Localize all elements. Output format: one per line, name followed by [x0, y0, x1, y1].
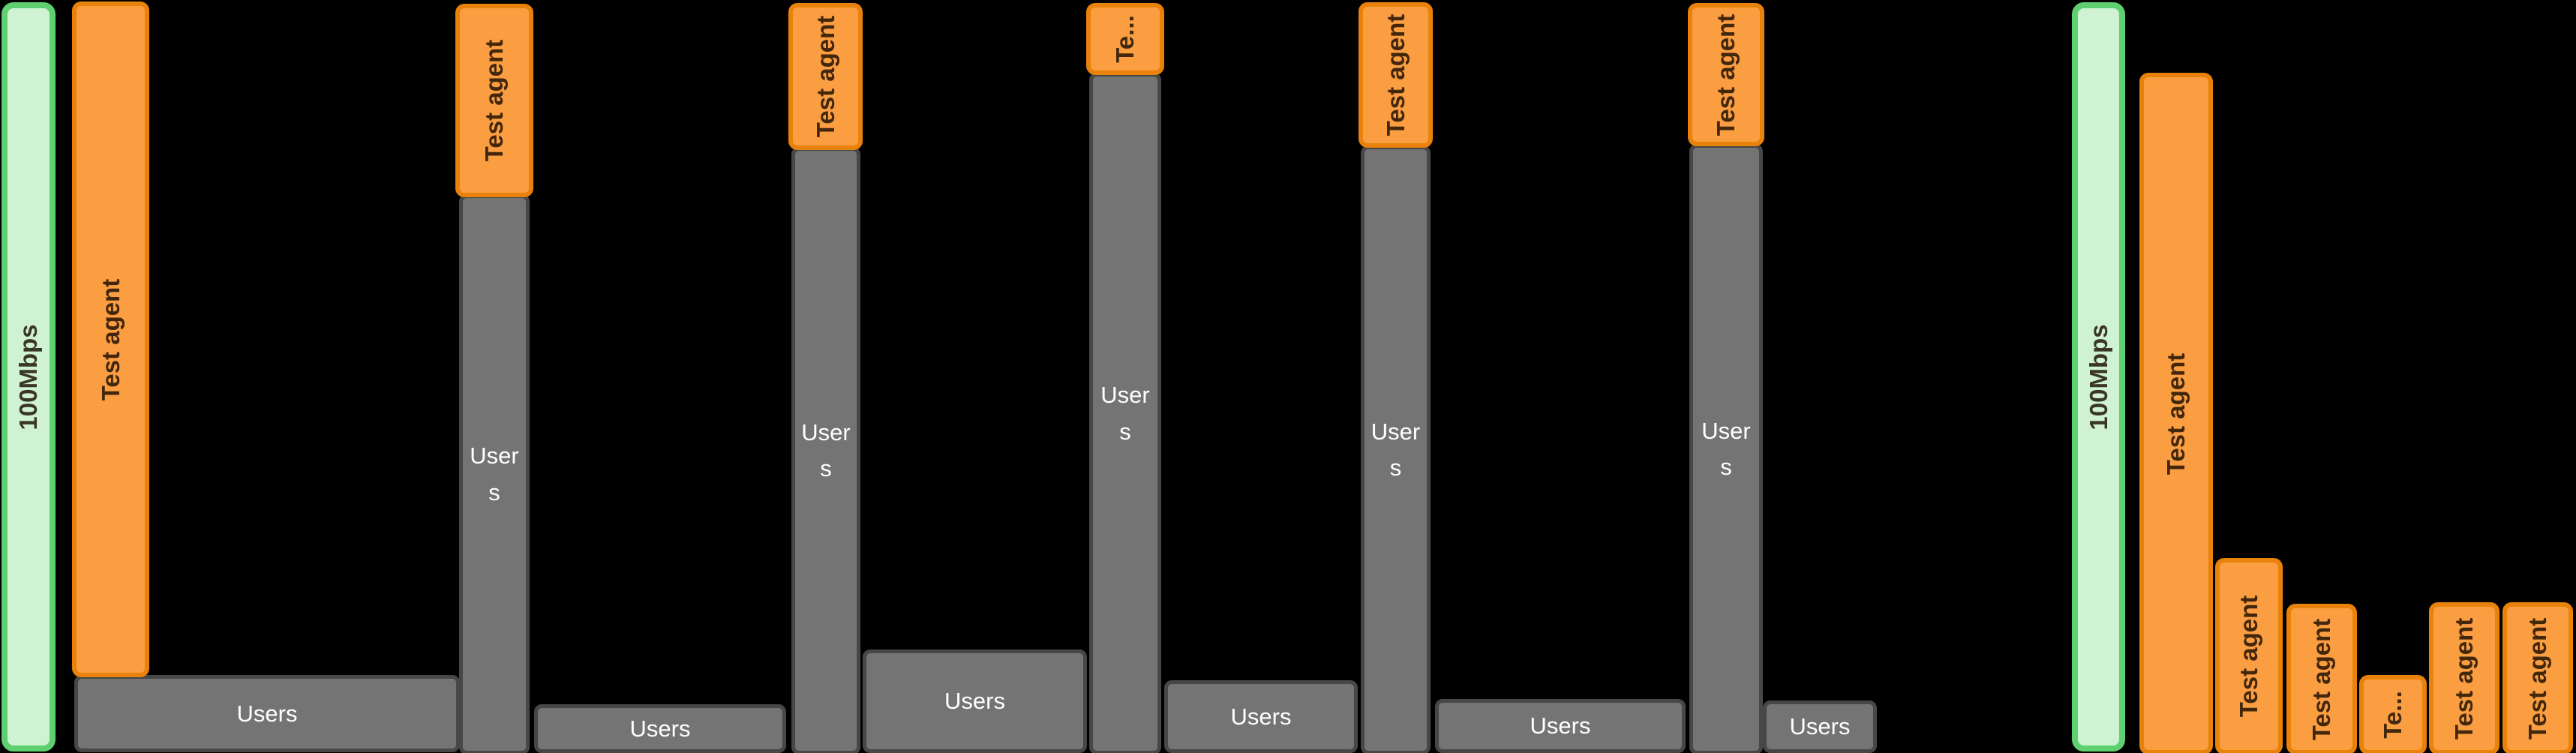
node-label: Users [1789, 713, 1851, 740]
node-label: Users [236, 700, 298, 727]
users-column-2: Users [459, 194, 530, 753]
users-column-6: Users [1689, 144, 1763, 753]
node-label: Users [1230, 703, 1292, 730]
test-agent-bar-small-3-truncated: Te... [2359, 675, 2427, 753]
test-agent-bar-6: Test agent [1688, 3, 1764, 146]
test-agent-bar-1: Test agent [72, 2, 149, 677]
test-agent-bar-small-1: Test agent [2215, 558, 2283, 753]
test-agent-bar-4-truncated: Te... [1086, 3, 1164, 75]
node-label: Test agent [1712, 14, 1740, 136]
node-label: 100Mbps [2084, 323, 2112, 430]
node-label: Users [801, 418, 851, 482]
node-label: Test agent [2235, 595, 2262, 718]
node-label: Users [1100, 382, 1150, 445]
users-bar-5: Users [1435, 699, 1686, 753]
test-agent-bar-small-5: Test agent [2502, 602, 2573, 753]
node-label: Users [1371, 418, 1421, 481]
test-agent-bar-2: Test agent [455, 4, 533, 197]
test-agent-bar-right-tall: Test agent [2139, 73, 2213, 753]
users-column-3: Users [791, 147, 860, 753]
node-label: Users [470, 442, 519, 506]
node-label: Test agent [1381, 14, 1410, 136]
users-bar-1: Users [74, 675, 460, 752]
node-label: Test agent [811, 15, 839, 138]
users-bar-6: Users [1763, 700, 1877, 753]
node-label: Test agent [2450, 617, 2478, 740]
node-label: Test agent [480, 39, 508, 162]
node-label: Test agent [2307, 618, 2335, 740]
users-bar-2: Users [534, 704, 786, 753]
node-label: Users [629, 715, 691, 742]
test-agent-bar-small-4: Test agent [2429, 602, 2499, 753]
users-bar-3: Users [863, 650, 1087, 753]
users-bar-4: Users [1164, 680, 1358, 753]
users-column-5: Users [1361, 146, 1431, 753]
node-label: Users [1701, 417, 1751, 480]
node-label: 100Mbps [14, 323, 42, 430]
test-agent-bar-3: Test agent [788, 3, 863, 150]
node-label: Te... [1111, 15, 1139, 63]
node-label: Test agent [2162, 352, 2190, 475]
node-label: Test agent [2523, 617, 2551, 740]
node-label: Te... [2379, 691, 2406, 739]
node-label: Test agent [96, 278, 125, 400]
capacity-bar-right: 100Mbps [2072, 2, 2125, 752]
users-column-4: Users [1089, 73, 1161, 753]
node-label: Users [944, 688, 1005, 714]
test-agent-bar-small-2: Test agent [2286, 604, 2357, 753]
capacity-bar-left: 100Mbps [2, 2, 56, 752]
node-label: Users [1530, 712, 1591, 739]
test-agent-bar-5: Test agent [1359, 2, 1433, 148]
